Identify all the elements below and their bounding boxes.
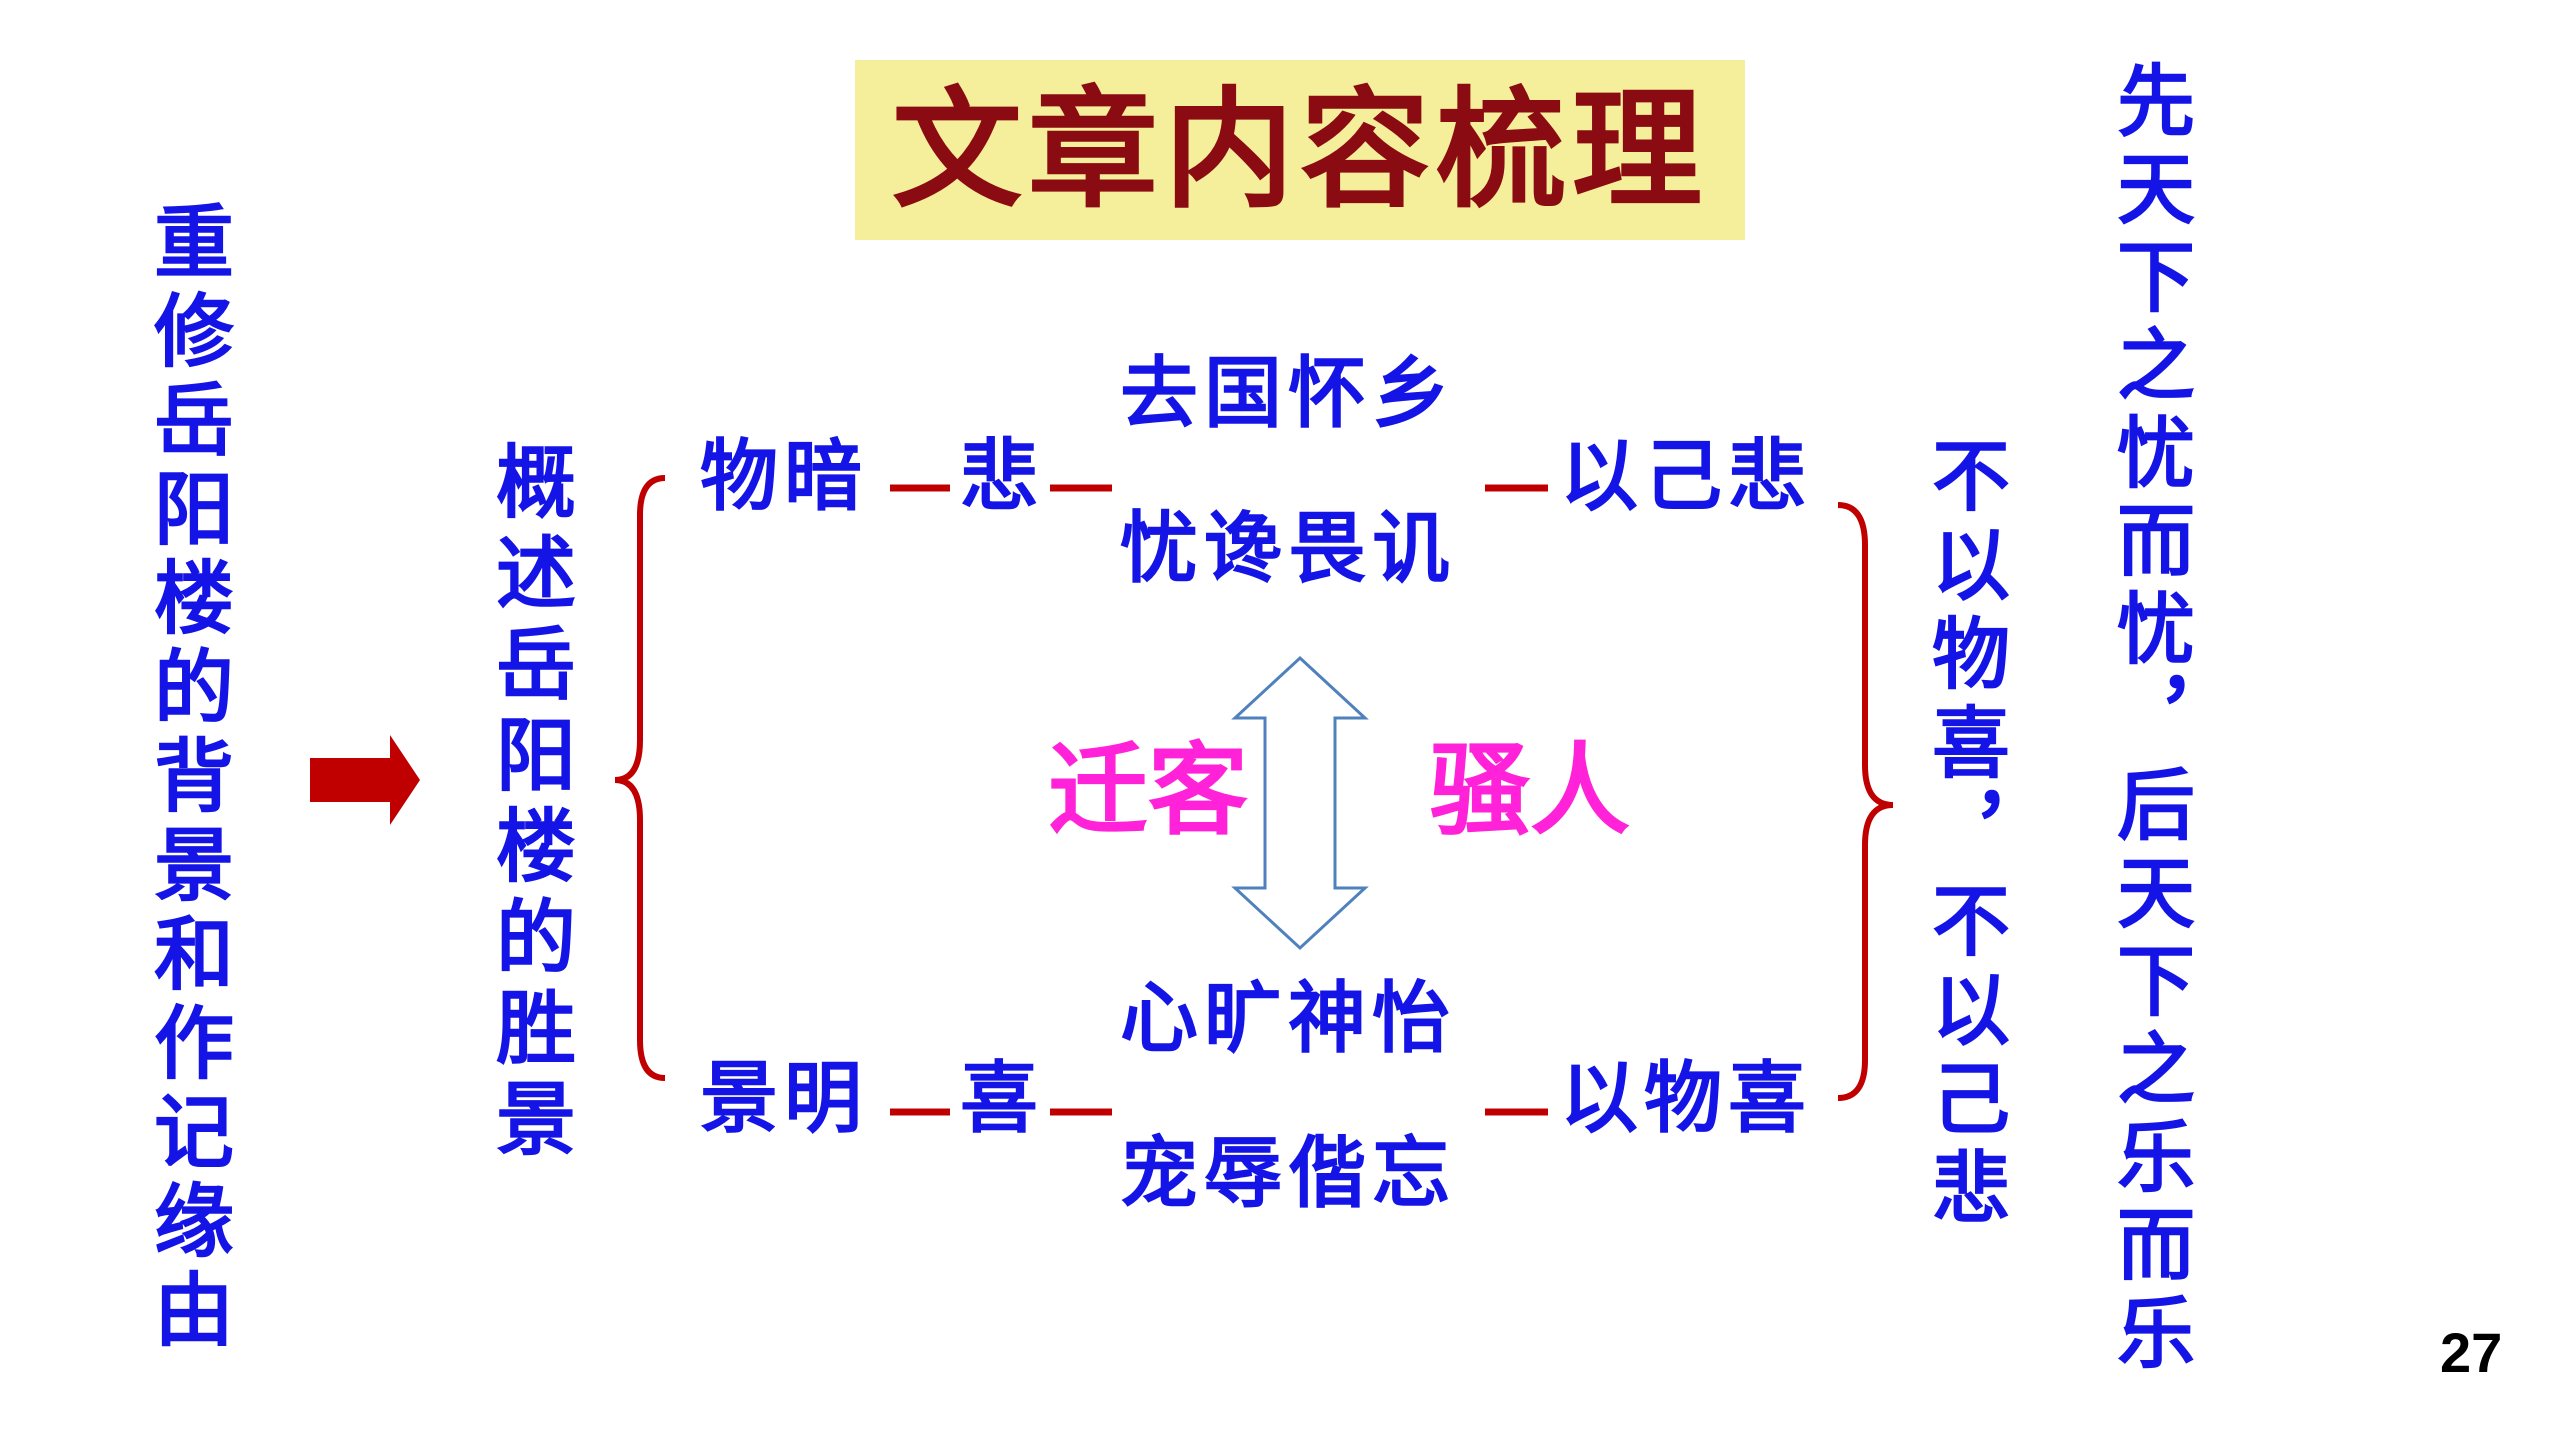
center-left-label: 迁客 [1048, 731, 1248, 849]
bottom-emotion: 喜 [960, 1053, 1045, 1144]
top-mood-lower: 忧谗畏讥 [1120, 503, 1457, 594]
page-number: 27 [2440, 1321, 2503, 1384]
top-mood-upper: 去国怀乡 [1120, 348, 1457, 439]
summary-column: 概述岳阳楼的胜景 [483, 440, 577, 1168]
page-title: 文章内容梳理 [891, 73, 1708, 226]
title-box: 文章内容梳理 [855, 60, 1745, 240]
center-right-label: 骚人 [1430, 731, 1630, 849]
background-column: 重修岳阳楼的背景和作记缘由 [141, 200, 235, 1357]
right-arrow-icon [310, 735, 420, 825]
attitude-column: 不以物喜，不以己悲 [1919, 435, 2010, 1236]
top-scene: 物暗 [700, 431, 869, 522]
left-brace [614, 475, 666, 1081]
bottom-result: 以物喜 [1560, 1053, 1813, 1144]
ambition-column: 先天下之忧而忧，后天下之乐而乐 [2104, 60, 2195, 1380]
top-result: 以己悲 [1560, 431, 1813, 522]
top-emotion: 悲 [960, 431, 1045, 522]
bottom-mood-upper: 心旷神怡 [1120, 973, 1457, 1064]
double-arrow-icon [1231, 655, 1369, 951]
right-brace [1837, 502, 1894, 1101]
bottom-scene: 景明 [700, 1053, 869, 1144]
bottom-mood-lower: 宠辱偕忘 [1120, 1128, 1457, 1219]
